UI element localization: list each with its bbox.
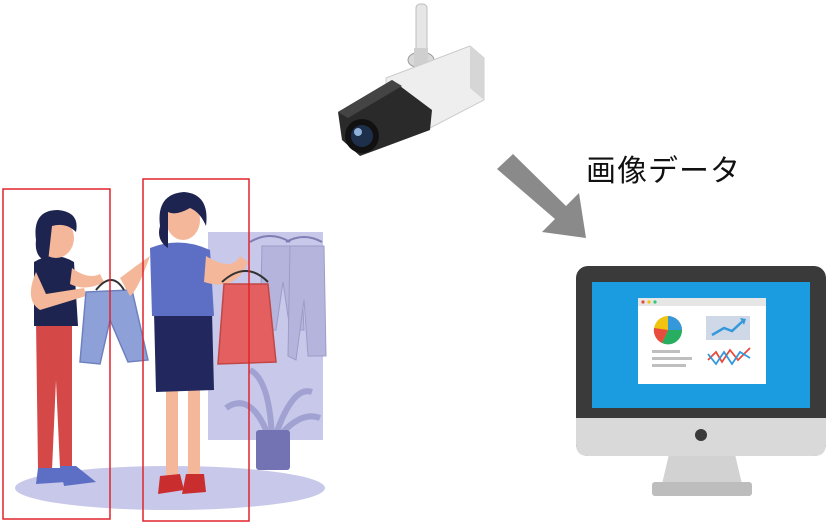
pie-chart-icon xyxy=(653,316,683,345)
arrow-icon xyxy=(497,154,586,238)
held-jeans xyxy=(79,279,149,365)
shopper-woman-left xyxy=(30,210,104,486)
trend-chart-icon xyxy=(706,316,751,366)
bbox-person-right xyxy=(142,178,250,522)
potted-plant xyxy=(224,367,322,470)
bbox-person-left xyxy=(2,188,111,520)
held-red-skirt xyxy=(217,270,277,365)
image-data-label: 画像データ xyxy=(586,154,741,189)
detection-boxes xyxy=(2,178,250,522)
security-camera-icon xyxy=(338,3,485,156)
monitor-icon xyxy=(576,266,826,496)
